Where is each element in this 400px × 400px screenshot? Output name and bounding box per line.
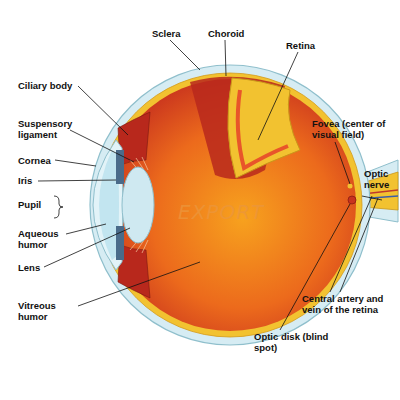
leader-line <box>70 130 134 162</box>
part-label: Choroid <box>208 28 268 39</box>
leader-line <box>78 86 128 135</box>
part-label: Sclera <box>152 28 212 39</box>
part-label: Aqueous humor <box>18 228 70 250</box>
part-label: Optic disk (blind spot) <box>254 331 332 353</box>
part-label: Cornea <box>18 155 78 166</box>
ligament-fiber <box>142 240 148 253</box>
cornea <box>93 140 123 270</box>
lens <box>122 167 154 243</box>
leader-line <box>330 196 372 292</box>
leader-line <box>78 262 200 306</box>
optic-disk <box>348 196 356 204</box>
part-label: Optic nerve <box>364 168 400 190</box>
part-label: Suspensory ligament <box>18 118 80 140</box>
fovea <box>348 184 353 189</box>
part-label: Retina <box>286 40 346 51</box>
part-label: Lens <box>18 262 58 273</box>
leader-line <box>66 224 106 234</box>
leader-line <box>225 40 226 76</box>
watermark: EXPORT <box>178 200 298 224</box>
part-label: Vitreous humor <box>18 300 78 322</box>
ligament-fiber <box>142 157 148 170</box>
part-label: Fovea (center of visual field) <box>312 118 397 140</box>
part-label: Ciliary body <box>18 80 98 91</box>
leader-line <box>335 142 350 184</box>
pupil-bracket <box>54 196 63 218</box>
part-label: Pupil <box>18 199 58 210</box>
leader-line <box>258 52 298 140</box>
retina-flap <box>228 78 300 178</box>
part-label: Central artery and vein of the retina <box>302 293 398 315</box>
leader-line <box>55 160 96 166</box>
leader-lines <box>38 40 382 330</box>
leader-line <box>38 180 116 181</box>
leader-line <box>170 40 200 70</box>
part-label: Iris <box>18 175 58 186</box>
